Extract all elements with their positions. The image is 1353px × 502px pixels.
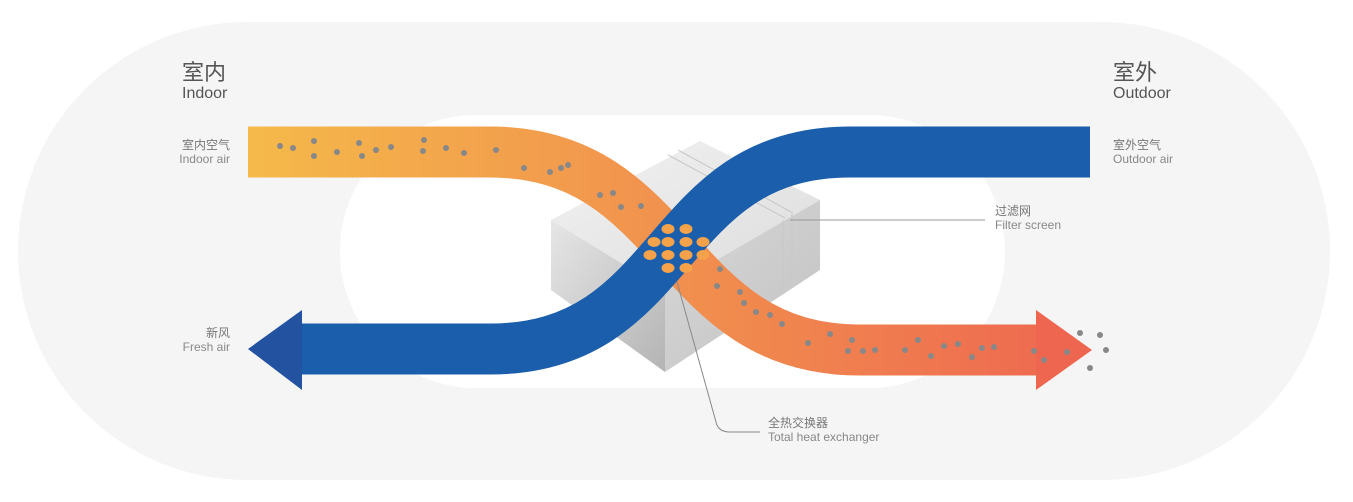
- outdoor-cn: 室外: [1113, 60, 1158, 85]
- outdoor-air-cn: 室外空气: [1113, 138, 1162, 152]
- heat-exchange-cell: [661, 250, 675, 260]
- particle-dot: [1041, 357, 1047, 363]
- particle-dot: [805, 340, 811, 346]
- particle-dot: [767, 312, 773, 318]
- heat-exchanger-en: Total heat exchanger: [768, 429, 880, 444]
- filter-screen-label: 过滤网 Filter screen: [995, 204, 1062, 233]
- particle-dot: [779, 321, 785, 327]
- fresh-air-en: Fresh air: [182, 339, 230, 354]
- particle-dot: [547, 169, 553, 175]
- particle-dot: [388, 144, 394, 150]
- heat-exchanger-label: 全热交换器 Total heat exchanger: [768, 416, 880, 445]
- heat-exchange-cell: [679, 224, 693, 234]
- outdoor-air-en: Outdoor air: [1113, 151, 1174, 166]
- heat-exchange-cell: [696, 250, 710, 260]
- outdoor-heading: 室外 Outdoor: [1113, 60, 1171, 104]
- particle-dot: [618, 204, 624, 210]
- particle-dot: [311, 153, 317, 159]
- particle-dot: [741, 300, 747, 306]
- indoor-cn: 室内: [182, 60, 227, 85]
- particle-dot: [849, 337, 855, 343]
- particle-dot: [955, 341, 961, 347]
- particle-dot: [461, 150, 467, 156]
- particle-dot: [1031, 348, 1037, 354]
- heat-exchange-cell: [661, 224, 675, 234]
- particle-dot: [558, 165, 564, 171]
- particle-dot: [928, 353, 934, 359]
- particle-dot: [1103, 347, 1109, 353]
- particle-dot: [941, 343, 947, 349]
- particle-dot: [277, 143, 283, 149]
- particle-dot: [1087, 365, 1093, 371]
- indoor-en: Indoor: [182, 85, 228, 103]
- fresh-air-arrow-head: [248, 310, 302, 390]
- heat-exchange-cell: [679, 263, 693, 273]
- particle-dot: [373, 147, 379, 153]
- heat-exchange-cell: [661, 237, 675, 247]
- particle-dot: [443, 145, 449, 151]
- particle-dot: [737, 289, 743, 295]
- indoor-heading: 室内 Indoor: [182, 60, 227, 104]
- exhaust-arrow-head: [1036, 310, 1092, 390]
- particle-dot: [610, 190, 616, 196]
- particle-dot: [969, 354, 975, 360]
- particle-dot: [565, 162, 571, 168]
- particle-dot: [359, 153, 365, 159]
- filter-screen-cn: 过滤网: [995, 204, 1032, 218]
- particle-dot: [421, 137, 427, 143]
- filter-screen-en: Filter screen: [995, 217, 1062, 232]
- particle-dot: [290, 145, 296, 151]
- heat-exchange-cell: [661, 263, 675, 273]
- indoor-air-label: 室内空气 Indoor air: [179, 138, 230, 167]
- indoor-air-en: Indoor air: [179, 151, 230, 166]
- particles: [277, 137, 1109, 371]
- particle-dot: [311, 138, 317, 144]
- heat-exchange-cell: [679, 237, 693, 247]
- particle-dot: [420, 148, 426, 154]
- heat-exchange-cell: [696, 237, 710, 247]
- outdoor-air-label: 室外空气 Outdoor air: [1113, 138, 1174, 167]
- exchanger-leader-line: [676, 281, 760, 433]
- particle-dot: [1064, 349, 1070, 355]
- particle-dot: [860, 348, 866, 354]
- particle-dot: [991, 344, 997, 350]
- heat-exchange-cell: [679, 250, 693, 260]
- indoor-air-cn: 室内空气: [181, 138, 230, 152]
- particle-dot: [1077, 330, 1083, 336]
- particle-dot: [753, 309, 759, 315]
- heat-exchange-cell: [643, 250, 657, 260]
- particle-dot: [1097, 332, 1103, 338]
- particle-dot: [493, 147, 499, 153]
- particle-dot: [915, 337, 921, 343]
- heat-exchange-core: [643, 224, 710, 273]
- particle-dot: [714, 283, 720, 289]
- particle-dot: [979, 345, 985, 351]
- heat-exchanger-cn: 全热交换器: [768, 416, 829, 430]
- particle-dot: [872, 347, 878, 353]
- particle-dot: [902, 347, 908, 353]
- outdoor-en: Outdoor: [1113, 85, 1171, 103]
- fresh-air-cn: 新风: [205, 326, 230, 340]
- fresh-air-label: 新风 Fresh air: [182, 326, 230, 355]
- particle-dot: [334, 149, 340, 155]
- heat-exchange-cell: [647, 237, 661, 247]
- particle-dot: [638, 203, 644, 209]
- particle-dot: [356, 140, 362, 146]
- particle-dot: [845, 348, 851, 354]
- particle-dot: [597, 192, 603, 198]
- particle-dot: [827, 331, 833, 337]
- particle-dot: [717, 266, 723, 272]
- particle-dot: [521, 165, 527, 171]
